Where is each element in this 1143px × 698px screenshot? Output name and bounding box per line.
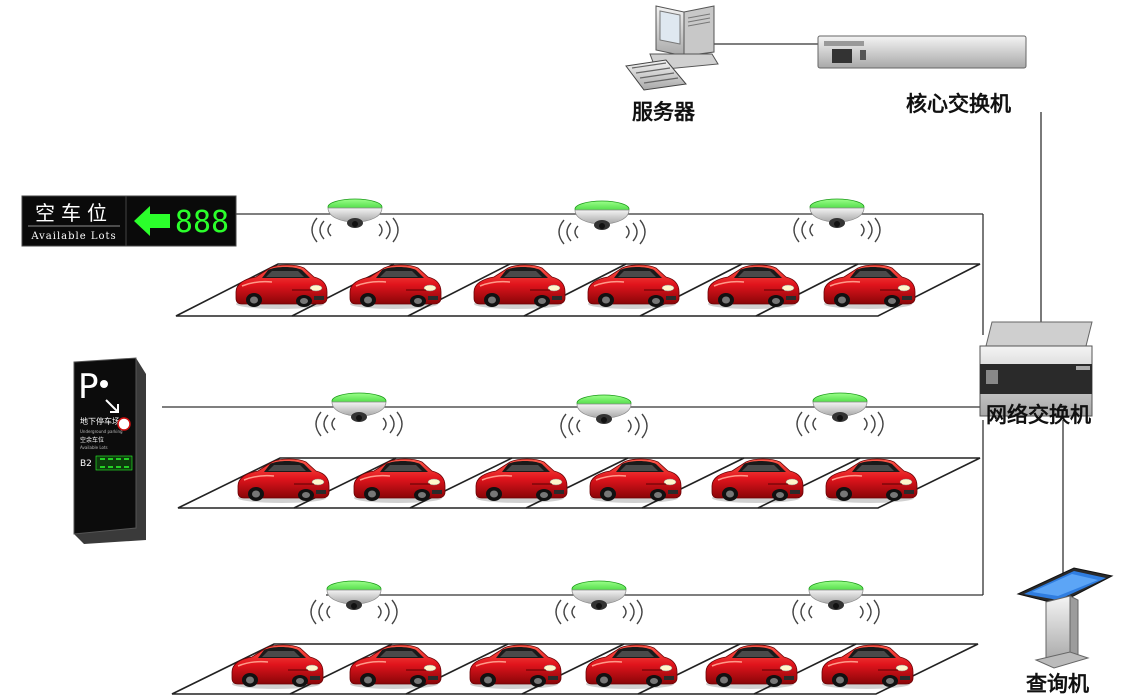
network-switch (979, 321, 1093, 417)
totem-arrow-icon (100, 380, 119, 413)
parking-car (821, 644, 914, 690)
totem-level: B2 (80, 459, 92, 469)
kiosk-label: 查询机 (1026, 672, 1089, 696)
signboard-digits: 888 (175, 205, 229, 240)
connection-lines (162, 43, 1064, 596)
parking-car (825, 458, 918, 504)
parking-car (231, 644, 324, 690)
parking-car (473, 264, 566, 310)
parking-row-3 (171, 580, 979, 695)
parking-car (707, 264, 800, 310)
ultrasonic-sensor (792, 580, 880, 625)
totem-led-display (95, 455, 133, 471)
totem-en-text: Underground parking (80, 429, 123, 434)
ultrasonic-sensor (560, 394, 648, 439)
totem-lots-en: Available Lots (80, 445, 108, 450)
parking-car (349, 264, 442, 310)
parking-car (823, 264, 916, 310)
core-switch (817, 35, 1027, 69)
ultrasonic-sensor (311, 198, 399, 243)
signboard-cn-text: 空车位 (35, 201, 113, 225)
server-label: 服务器 (632, 100, 695, 124)
parking-car (585, 644, 678, 690)
ultrasonic-sensor (793, 198, 881, 243)
parking-car (235, 264, 328, 310)
guidance-signboard: 空车位 Available Lots 888 (21, 195, 237, 247)
parking-car (353, 458, 446, 504)
parking-car (711, 458, 804, 504)
parking-car (469, 644, 562, 690)
parking-car (589, 458, 682, 504)
ultrasonic-sensor (310, 580, 398, 625)
query-kiosk (1016, 567, 1114, 669)
signboard-en-text: Available Lots (30, 231, 116, 242)
core-switch-label: 核心交换机 (906, 92, 1011, 116)
ultrasonic-sensor (555, 580, 643, 625)
left-arrow-icon (134, 206, 170, 236)
totem-lots-cn: 空余车位 (80, 436, 104, 444)
parking-car (237, 458, 330, 504)
parking-car (475, 458, 568, 504)
ultrasonic-sensor (315, 392, 403, 437)
parking-car (705, 644, 798, 690)
ultrasonic-sensor (796, 392, 884, 437)
parking-car (349, 644, 442, 690)
parking-car (587, 264, 680, 310)
parking-row-2 (177, 392, 981, 509)
parking-totem: P 地下停车场 Underground parking 空余车位 Availab… (73, 357, 146, 544)
server-computer (625, 5, 719, 91)
totem-letter: P (78, 367, 99, 407)
ultrasonic-sensor (558, 200, 646, 245)
totem-cn-text: 地下停车场 (80, 416, 120, 426)
network-switch-label: 网络交换机 (986, 403, 1091, 427)
parking-row-1 (175, 198, 981, 317)
